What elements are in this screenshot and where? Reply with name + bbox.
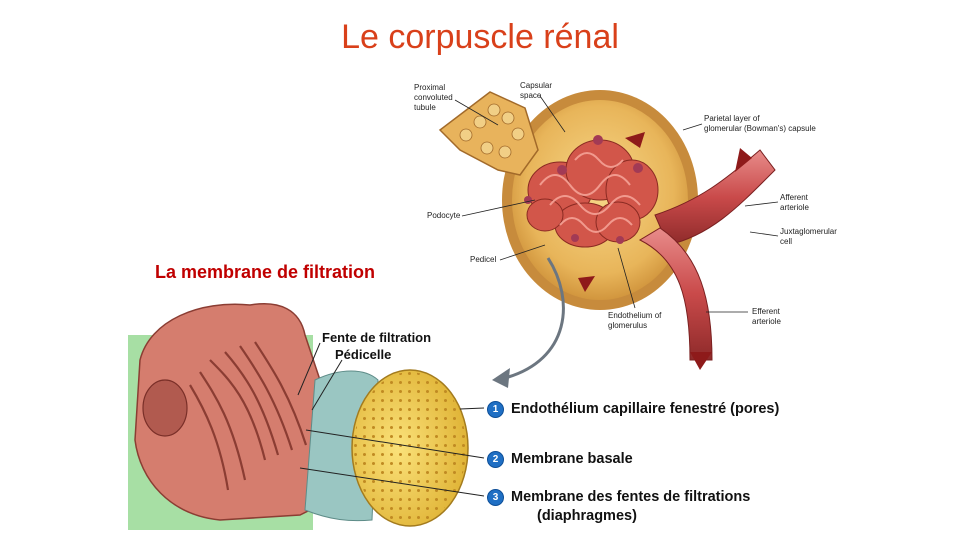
zoom-arrow (504, 257, 565, 380)
legend-text-block: Membrane des fentes de filtrations (diap… (511, 488, 750, 526)
label-juxtaglomerular-cell: Juxtaglomerular cell (780, 227, 839, 246)
corpuscle-leader-lines (454, 95, 779, 313)
zoom-arrowhead (492, 368, 510, 388)
tubule-cells (459, 103, 525, 159)
efferent-arteriole (638, 227, 713, 361)
legend-number-badge: 3 (487, 489, 504, 506)
label-podocyte: Podocyte (427, 211, 461, 220)
label-pedicel: Pedicel (470, 255, 496, 264)
legend-text: Membrane basale (511, 451, 633, 467)
legend-item-1: 1 Endothélium capillaire fenestré (pores… (487, 400, 779, 419)
endothelium-pores (354, 372, 466, 524)
pedicels (189, 341, 308, 491)
podocyte-body (134, 303, 351, 521)
legend-item-2: 2 Membrane basale (487, 450, 633, 469)
label-parietal-layer: Parietal layer of glomerular (Bowman's) … (704, 114, 816, 133)
legend-text: Endothélium capillaire fenestré (pores) (511, 401, 780, 417)
label-endothelium: Endothelium of glomerulus (608, 311, 664, 330)
section-subtitle: La membrane de filtration (155, 262, 376, 282)
afferent-arteriole (654, 149, 776, 246)
podocyte-bodies (524, 135, 643, 244)
filtration-membrane-figure: Fente de filtration Pédicelle (128, 303, 485, 530)
label-proximal-tubule: Proximal convoluted tubule (414, 83, 455, 112)
legend-number-badge: 1 (487, 401, 504, 418)
legend-text: Membrane des fentes de filtrations (511, 489, 751, 505)
capillary-loops (539, 152, 641, 233)
legend-subtext: (diaphragmes) (537, 508, 637, 524)
label-fente-filtration: Fente de filtration (322, 330, 431, 345)
page-title: Le corpuscle rénal (341, 18, 619, 56)
proximal-tubule (438, 91, 539, 176)
label-afferent-arteriole: Afferent arteriole (780, 193, 810, 212)
renal-corpuscle-figure: Proximal convoluted tubule Capsular spac… (414, 81, 839, 370)
legend-item-3: 3 Membrane des fentes de filtrations (di… (487, 488, 750, 526)
podocyte-nucleus (142, 379, 188, 437)
flow-arrows (578, 132, 752, 370)
label-efferent-arteriole: Efferent arteriole (752, 307, 782, 326)
label-pedicelle: Pédicelle (335, 347, 391, 362)
membrane-leader-lines (297, 342, 485, 497)
legend-number-badge: 2 (487, 451, 504, 468)
label-capsular-space: Capsular space (520, 81, 554, 100)
